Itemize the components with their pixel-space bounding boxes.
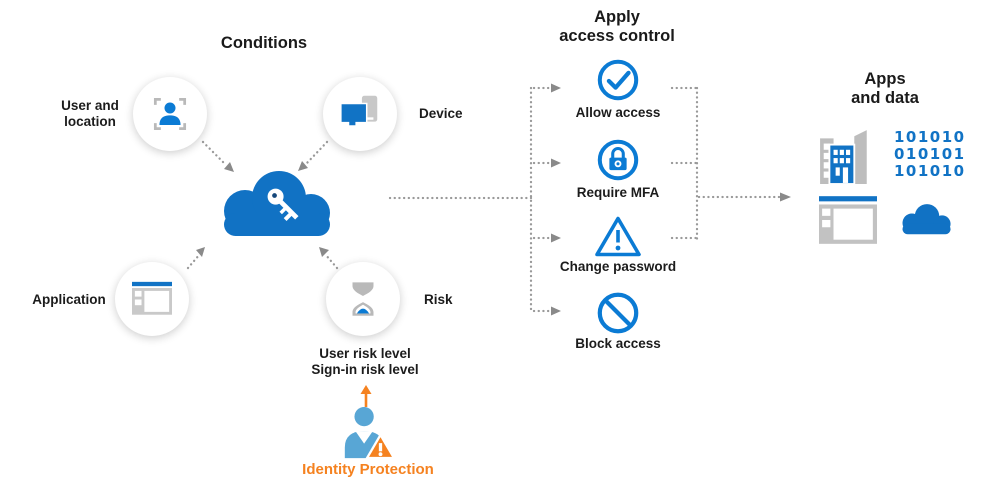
allow-access-label: Allow access (575, 105, 661, 120)
risk-hourglass-icon (352, 282, 374, 316)
binary-row: 101010 (894, 128, 966, 146)
device-node (323, 77, 397, 151)
device-label: Device (419, 106, 463, 121)
change-password-label: Change password (559, 259, 677, 274)
require-mfa-icon (597, 139, 639, 181)
apply-title-line2: access control (559, 27, 675, 45)
identity-protection-label: Identity Protection (302, 461, 434, 478)
allow-access-icon (597, 59, 639, 101)
change-password-icon (595, 216, 641, 257)
device-icon (340, 95, 378, 127)
block-access-label: Block access (575, 336, 661, 351)
binary-row: 101010 (894, 162, 966, 180)
block-access-icon (597, 292, 639, 334)
apply-access-control-title: Apply access control (517, 8, 717, 46)
key-cloud-icon (224, 171, 330, 236)
require-mfa-label: Require MFA (576, 185, 660, 200)
user-location-icon (153, 97, 187, 131)
arrowhead-icons (196, 83, 791, 316)
app-window-icon (819, 196, 877, 244)
apply-title-line1: Apply (594, 8, 640, 26)
data-cloud-icon (902, 204, 951, 235)
identity-protection-arrow-icon (360, 385, 372, 407)
signin-risk-level-label: Sign-in risk level (311, 362, 419, 377)
risk-node (326, 262, 400, 336)
conditions-title: Conditions (220, 34, 308, 52)
apps-title-line1: Apps (864, 70, 906, 88)
application-icon (132, 281, 172, 315)
building-icon (820, 130, 867, 184)
application-label: Application (32, 292, 106, 307)
application-node (115, 262, 189, 336)
apps-and-data-title: Apps and data (810, 70, 960, 108)
user-risk-level-label: User risk level (319, 346, 411, 361)
apps-title-line2: and data (851, 89, 919, 107)
identity-protection-icon (344, 406, 394, 460)
binary-code-icon: 101010 010101 101010 (894, 128, 966, 180)
binary-row: 010101 (894, 145, 966, 163)
risk-label: Risk (424, 292, 453, 307)
user-location-node (133, 77, 207, 151)
user-location-label: User and location (61, 98, 119, 129)
